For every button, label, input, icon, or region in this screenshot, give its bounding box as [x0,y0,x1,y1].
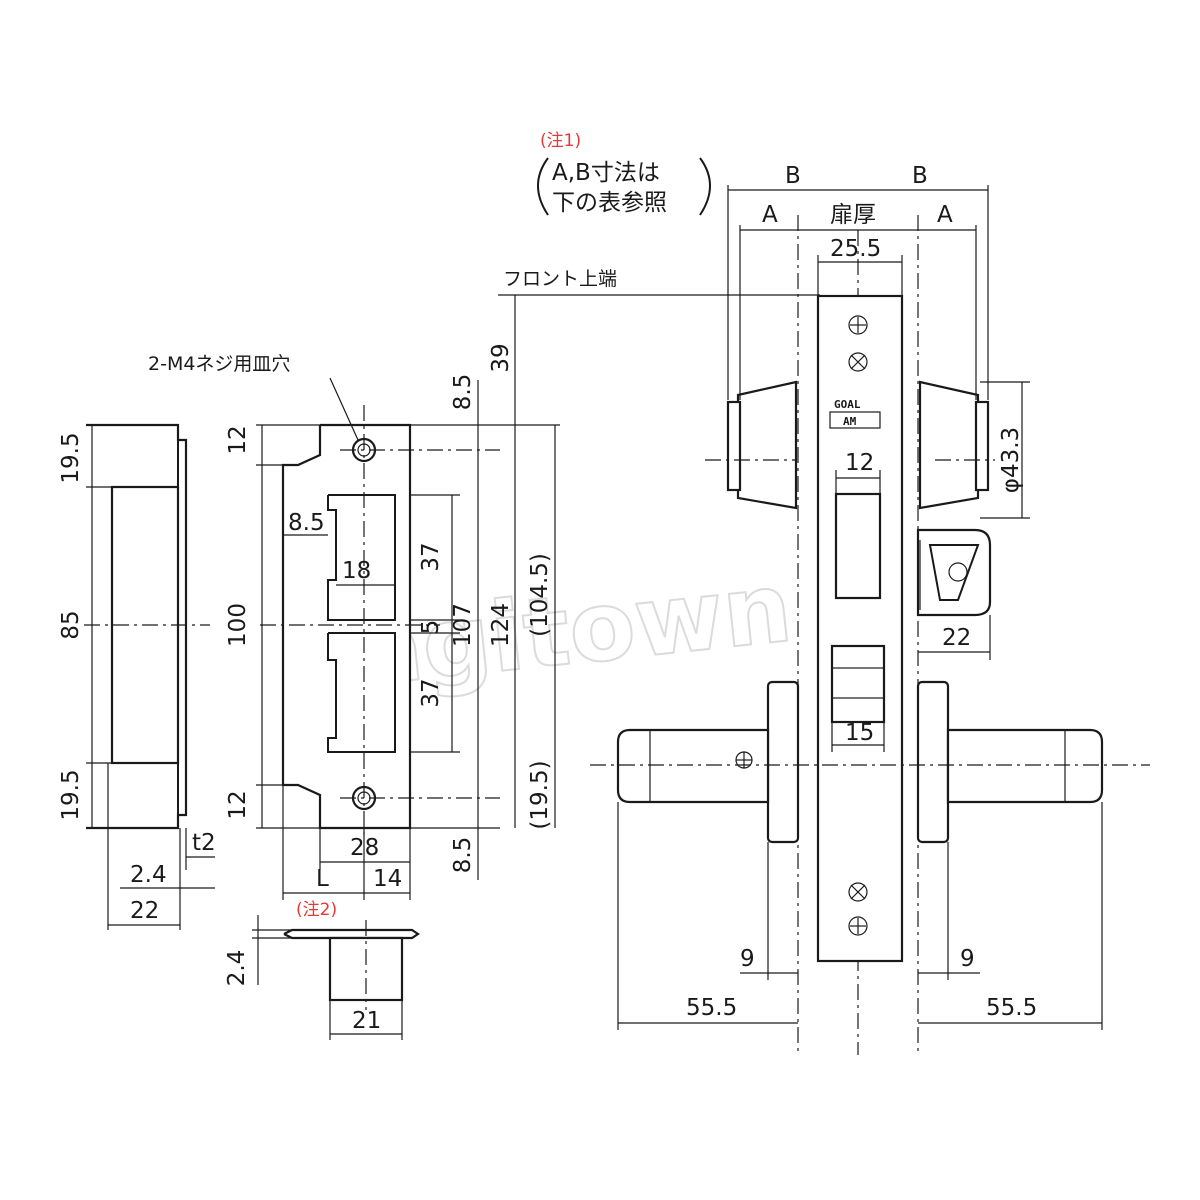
label-door-thickness: 扉厚 [830,202,876,228]
dim-124: 124 [488,603,514,647]
dim-9-left: 9 [740,946,755,972]
dim-8-5-top: 8.5 [450,374,476,411]
dim-B-right: B [912,163,928,189]
dim-19-5-paren: (19.5) [527,760,553,829]
dim-19-5-top: 19.5 [58,432,84,483]
dim-55-5-left: 55.5 [686,995,737,1021]
dim-B-left: B [785,163,801,189]
dim-9-right: 9 [960,946,975,972]
dim-14: 14 [373,866,402,892]
strike-plate-front [256,294,820,900]
dim-37-upper: 37 [418,542,444,571]
dim-15: 15 [845,720,874,746]
lock-assembly [537,157,1150,1055]
note-1: (注1) [540,131,581,151]
dim-22-guard: 22 [942,625,971,651]
strike-box [252,915,420,1040]
dim-55-5-right: 55.5 [986,995,1037,1021]
dim-12-bottom: 12 [225,790,251,819]
dim-A-right: A [937,202,953,228]
dim-18: 18 [342,558,371,584]
logo-am: AM [843,415,857,428]
dim-L: L [316,866,329,892]
note-ab-line1: A,B寸法は [552,160,660,186]
dim-12-deadbolt: 12 [845,450,874,476]
dim-25-5: 25.5 [830,236,881,262]
note-2: (注2) [296,900,337,920]
dim-28: 28 [350,835,379,861]
dim-8-5-window: 8.5 [288,510,325,536]
label-front-top: フロント上端 [503,268,617,290]
logo-goal: GOAL [834,398,861,411]
dim-2-4-side: 2.4 [130,862,167,888]
dim-37-lower: 37 [418,678,444,707]
dim-8-5-bottom: 8.5 [450,837,476,874]
dim-104-5: (104.5) [527,553,553,637]
dim-21: 21 [352,1008,381,1034]
dim-85: 85 [58,610,84,639]
dim-phi-43-3: φ43.3 [998,427,1024,493]
dim-5: 5 [418,620,444,635]
dim-39: 39 [488,343,514,372]
dim-107: 107 [450,603,476,647]
dim-19-5-bottom: 19.5 [58,769,84,820]
note-ab-line2: 下の表参照 [552,190,667,216]
dim-100: 100 [225,603,251,647]
dim-t2: t2 [192,830,216,856]
strike-side-view [84,423,215,930]
dim-2-4-box: 2.4 [224,950,250,987]
dim-22-side: 22 [130,898,159,924]
dim-12-top: 12 [225,425,251,454]
label-screw-holes: 2-M4ネジ用皿穴 [148,353,290,375]
dim-A-left: A [762,202,778,228]
